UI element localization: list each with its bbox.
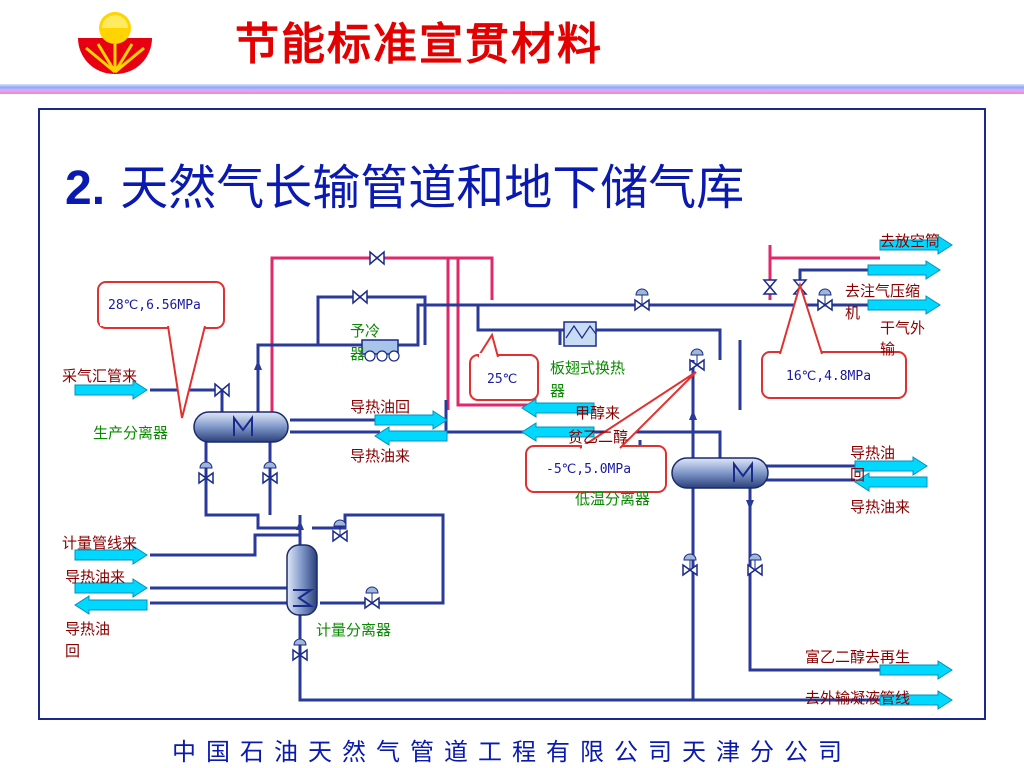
footer-company-name: 中国石油天然气管道工程有限公司天津分公司 bbox=[172, 738, 852, 766]
control-valve-icon bbox=[634, 288, 650, 311]
header-divider bbox=[0, 84, 1024, 94]
label-gathering-inlet: 采气汇管来 bbox=[62, 367, 137, 385]
blue-pipelines bbox=[150, 268, 880, 702]
label-low-temp-separator: 低温分离器 bbox=[575, 490, 650, 508]
label-heat-oil-in: 导热油来 bbox=[350, 447, 410, 465]
valve-icon bbox=[352, 290, 368, 304]
label-precooler-2: 器 bbox=[350, 345, 365, 363]
callout-inlet-condition: 28℃,6.56MPa bbox=[97, 281, 225, 419]
label-dry-gas-2: 输 bbox=[880, 340, 895, 358]
callout-export-text: 16℃,4.8MPa bbox=[786, 369, 871, 384]
callout-lts-text: -5℃,5.0MPa bbox=[546, 462, 631, 477]
label-heat-oil-in-3: 导热油来 bbox=[65, 568, 125, 586]
label-heat-oil-return-3b: 回 bbox=[65, 642, 80, 660]
label-methanol-in: 甲醇来 bbox=[575, 404, 620, 422]
diagram-labels: 去放空筒 去注气压缩 机 干气外 输 采气汇管来 生产分离器 予冷 器 板翅式换… bbox=[62, 232, 940, 707]
valve-icon bbox=[369, 251, 385, 265]
header-title: 节能标准宣贯材料 bbox=[235, 19, 603, 70]
callout-inlet-text: 28℃,6.56MPa bbox=[108, 298, 201, 313]
production-separator-vessel bbox=[193, 411, 289, 443]
control-valve-icon bbox=[689, 348, 705, 371]
control-valve-icon bbox=[682, 553, 698, 576]
label-lean-glycol: 贫乙二醇 bbox=[568, 428, 628, 446]
stream-arrow-heat-oil-in-2 bbox=[854, 472, 928, 492]
metering-separator-vessel bbox=[286, 544, 318, 616]
callout-precool-temp: 25℃ bbox=[469, 332, 539, 401]
content-frame bbox=[38, 108, 986, 720]
label-plate-fin-2: 器 bbox=[550, 382, 565, 400]
control-valve-icon bbox=[364, 586, 380, 609]
callout-lts-condition: -5℃,5.0MPa bbox=[525, 371, 697, 493]
label-to-compressor-2: 机 bbox=[845, 304, 860, 322]
stream-arrow-heat-oil-return-3 bbox=[74, 595, 148, 615]
slide-title: 2. 天然气长输管道和地下储气库 bbox=[65, 148, 744, 218]
valve-icon bbox=[763, 279, 777, 295]
callout-export-condition: 16℃,4.8MPa bbox=[761, 281, 907, 399]
label-heat-oil-return-2b: 回 bbox=[850, 466, 865, 484]
label-vent: 去放空筒 bbox=[880, 232, 940, 250]
label-heat-oil-return-2: 导热油 bbox=[850, 444, 895, 462]
label-rich-glycol: 富乙二醇去再生 bbox=[805, 648, 910, 666]
label-metering-separator: 计量分离器 bbox=[316, 621, 391, 639]
slide-title-number: 2. bbox=[65, 162, 106, 215]
label-plate-fin: 板翅式换热 bbox=[550, 359, 625, 377]
flow-arrows bbox=[254, 360, 754, 530]
stream-arrow-heat-oil-in bbox=[374, 426, 448, 446]
label-precooler: 予冷 bbox=[350, 322, 380, 340]
label-to-compressor: 去注气压缩 bbox=[845, 282, 920, 300]
low-temp-separator-vessel bbox=[671, 457, 769, 489]
precooler-exchanger bbox=[361, 339, 400, 362]
label-production-separator: 生产分离器 bbox=[93, 424, 168, 442]
label-heat-oil-return-3: 导热油 bbox=[65, 620, 110, 638]
label-heat-oil-in-2: 导热油来 bbox=[850, 498, 910, 516]
label-condensate-export: 去外输凝液管线 bbox=[805, 689, 910, 707]
control-valve-icon bbox=[817, 288, 833, 311]
callout-precool-text: 25℃ bbox=[487, 372, 517, 387]
stream-arrow-compressor bbox=[867, 260, 941, 280]
plate-fin-exchanger bbox=[563, 321, 597, 347]
control-valve-icon bbox=[332, 519, 348, 542]
label-dry-gas: 干气外 bbox=[880, 319, 925, 337]
company-logo bbox=[78, 12, 152, 74]
slide-title-text: 天然气长输管道和地下储气库 bbox=[120, 160, 745, 216]
label-heat-oil-return: 导热油回 bbox=[350, 398, 410, 416]
label-metering-line: 计量管线来 bbox=[62, 534, 137, 552]
